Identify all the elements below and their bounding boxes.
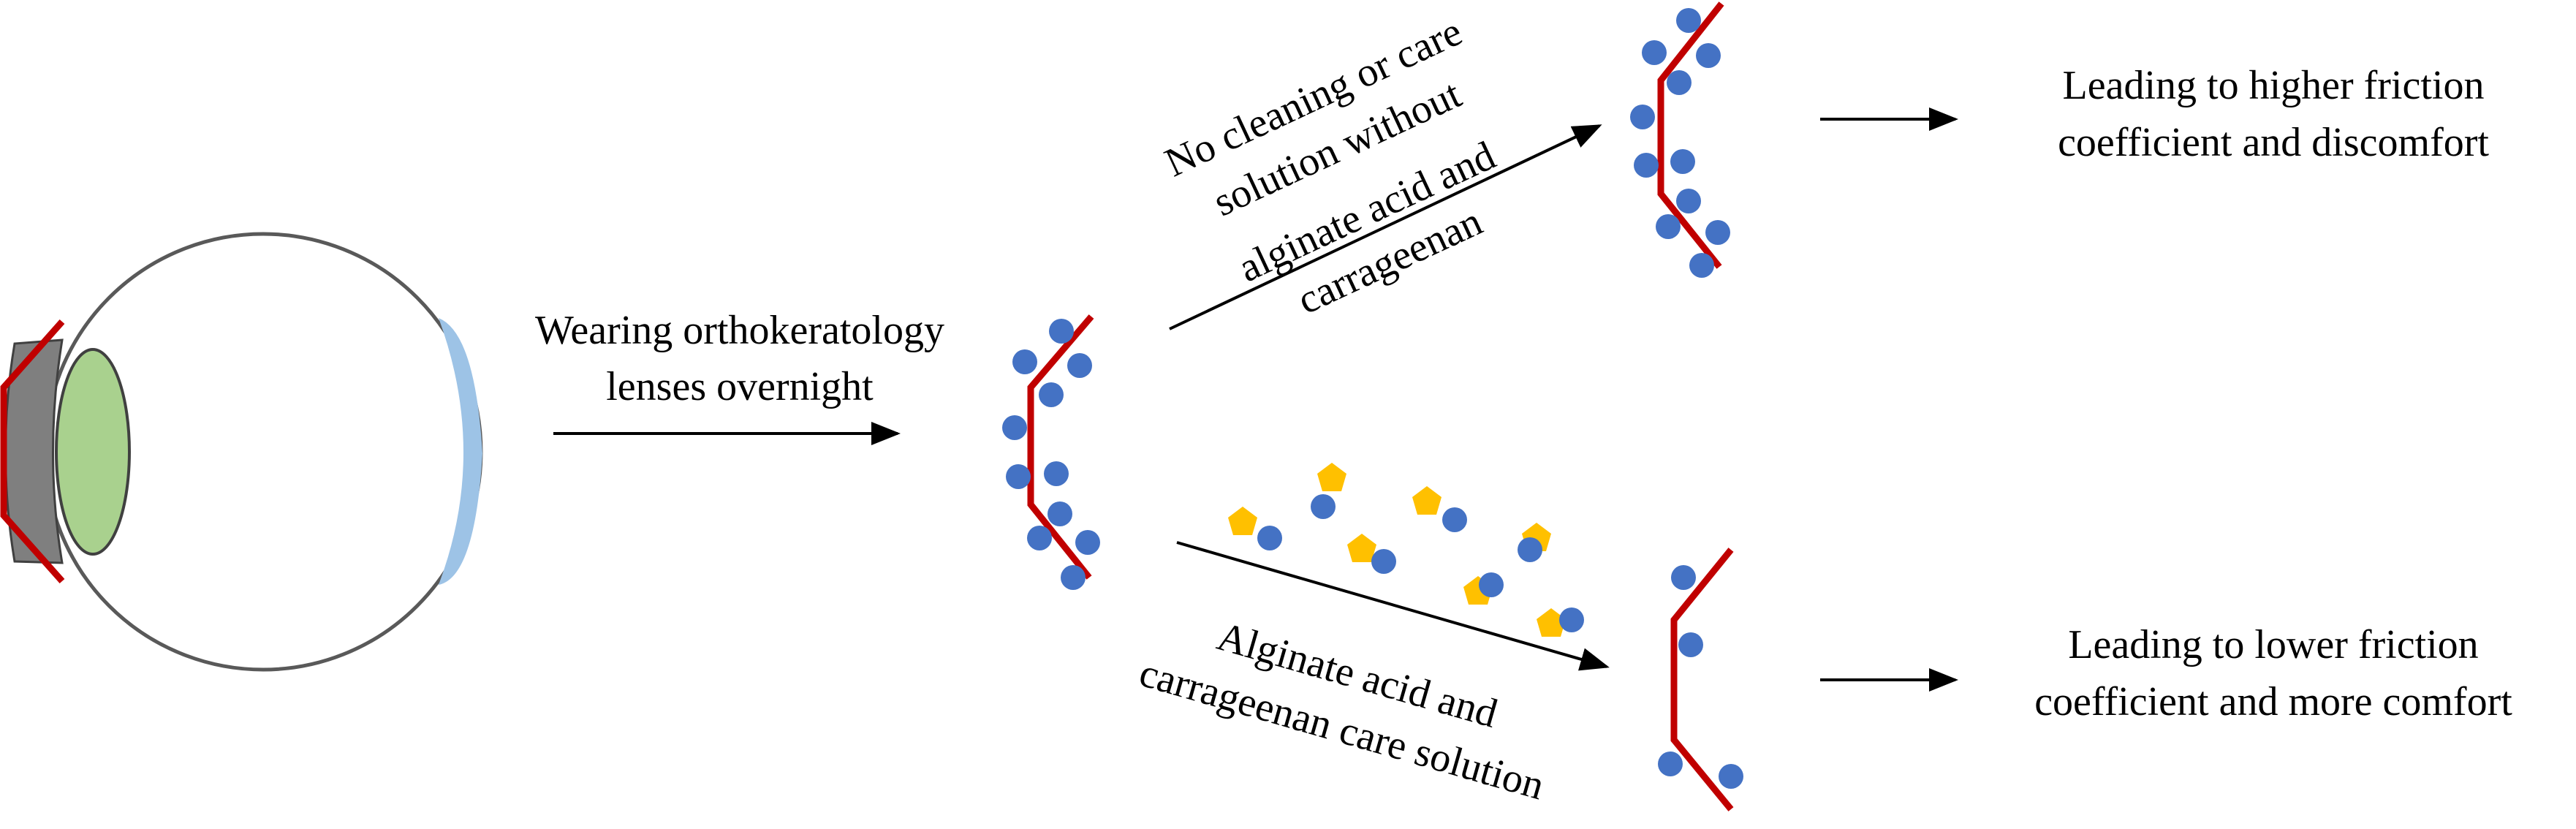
deposit-dot — [1667, 70, 1692, 95]
deposit-dot — [1442, 507, 1467, 532]
deposit-dot — [1630, 105, 1655, 129]
deposit-dot — [1371, 549, 1396, 574]
deposit-dot — [1479, 572, 1504, 597]
deposit-dot — [1642, 40, 1667, 65]
deposit-dot — [1061, 565, 1086, 590]
alginate-label: Alginate acid and carrageenan care solut… — [1134, 613, 1549, 809]
deposit-dot — [1671, 565, 1696, 590]
eye-illustration — [0, 232, 483, 672]
polysaccharide-pentagon — [1412, 486, 1442, 515]
deposit-dot — [1027, 526, 1052, 550]
deposit-dot — [1658, 752, 1683, 776]
deposit-dot — [1075, 530, 1100, 555]
deposit-dot — [1044, 461, 1069, 486]
deposit-dot — [1705, 220, 1730, 245]
polysaccharide-pentagon — [1347, 534, 1376, 562]
deposit-dot — [1656, 214, 1681, 239]
uncleaned-lens-with-deposits — [1630, 1, 1730, 278]
deposit-dot — [1676, 189, 1701, 213]
polysaccharide-cluster — [1228, 463, 1584, 637]
deposit-dot — [1012, 349, 1037, 374]
wearing-label-line1: Wearing orthokeratology — [535, 308, 944, 353]
deposit-dot — [1634, 153, 1659, 178]
deposit-dot — [1039, 382, 1064, 407]
lower-friction-line1: Leading to lower friction — [2068, 622, 2478, 667]
deposit-dot — [1049, 319, 1074, 344]
lens-profile-middle — [1027, 314, 1094, 580]
lower-friction-line2: coefficient and more comfort — [2034, 679, 2512, 724]
deposit-dot — [1257, 526, 1282, 550]
deposit-dot — [1048, 501, 1072, 526]
cornea-shape — [439, 318, 482, 585]
deposit-dot — [1678, 632, 1703, 657]
deposit-dot — [1696, 43, 1721, 68]
iris-shape — [55, 348, 131, 556]
deposit-dot — [1067, 353, 1092, 378]
cleaned-lens — [1658, 548, 1743, 811]
deposit-dot — [1559, 607, 1584, 632]
alginate-arrow — [1176, 541, 1610, 671]
worn-lens-with-deposits — [1002, 314, 1100, 590]
wearing-label-line2: lenses overnight — [606, 364, 874, 409]
deposit-dot — [1670, 149, 1695, 174]
lens-profile-upper — [1657, 1, 1724, 269]
deposit-dot — [1719, 764, 1743, 789]
lens-profile-lower — [1670, 548, 1734, 811]
higher-friction-line1: Leading to higher friction — [2063, 63, 2485, 108]
deposit-dot — [1676, 8, 1701, 33]
no-cleaning-arrow — [1169, 124, 1602, 330]
higher-friction-line2: coefficient and discomfort — [2058, 120, 2489, 165]
deposit-dot — [1689, 253, 1714, 278]
deposit-dot — [1006, 464, 1031, 489]
no-cleaning-label: No cleaning or care solution without alg… — [1158, 9, 1502, 323]
ortho-lens-on-eye — [0, 319, 65, 583]
polysaccharide-pentagon — [1537, 608, 1566, 637]
deposit-dot — [1002, 415, 1027, 440]
deposit-dot — [1311, 494, 1336, 519]
deposit-dot — [1518, 537, 1542, 562]
polysaccharide-pentagon — [1228, 507, 1257, 535]
dark-lens-shape — [4, 338, 64, 564]
polysaccharide-pentagon — [1317, 463, 1346, 491]
